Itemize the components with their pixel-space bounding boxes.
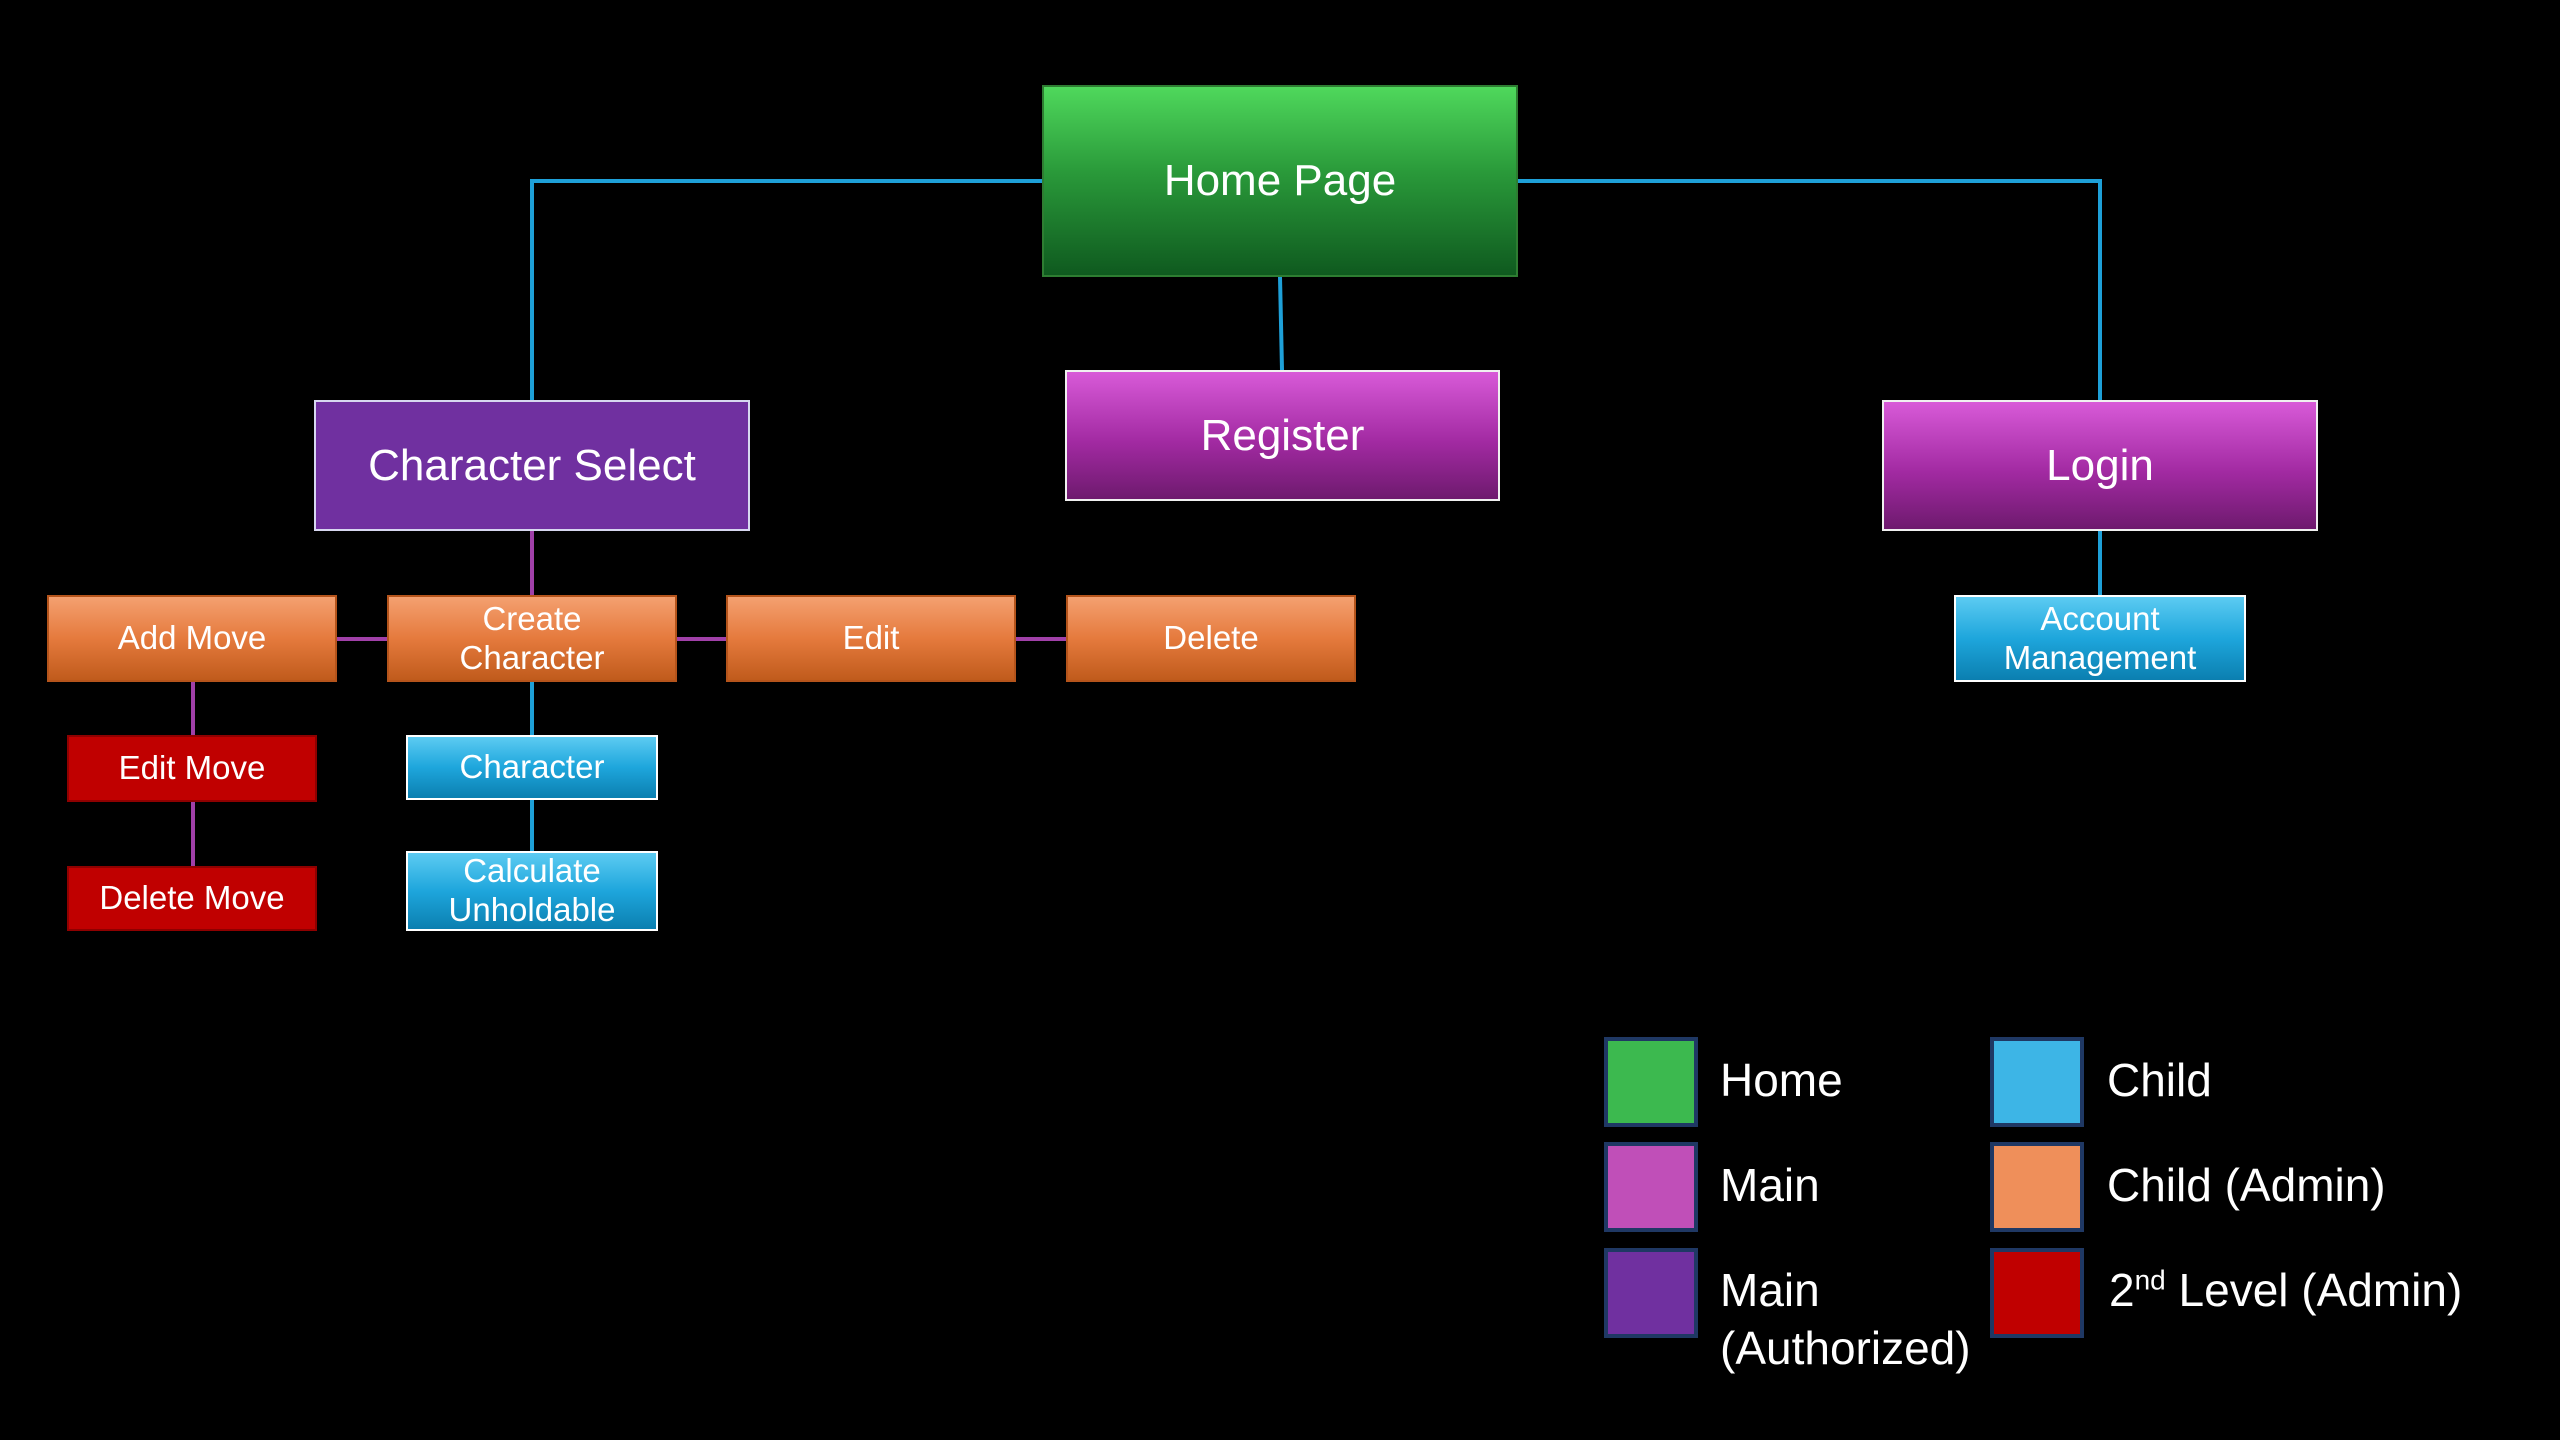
legend-label-second-level-rest: Level (Admin) bbox=[2165, 1264, 2463, 1316]
delete-move-label: Delete Move bbox=[99, 879, 285, 917]
character-node[interactable]: Character bbox=[406, 735, 658, 800]
register-label: Register bbox=[1200, 410, 1365, 460]
create-character-node[interactable]: Create Character bbox=[387, 595, 677, 682]
legend-swatch-main bbox=[1604, 1142, 1698, 1232]
login-node[interactable]: Login bbox=[1882, 400, 2318, 531]
legend-label-main: Main bbox=[1720, 1159, 1820, 1211]
legend-label-second-level-admin: 2nd Level (Admin) bbox=[2109, 1262, 2462, 1320]
legend-swatch-child-admin bbox=[1990, 1142, 2084, 1232]
calculate-unholdable-label-line1: Calculate bbox=[463, 852, 601, 890]
legend-swatch-main-authorized bbox=[1604, 1248, 1698, 1338]
calculate-unholdable-label-line2: Unholdable bbox=[448, 891, 616, 928]
create-character-label-line1: Create bbox=[482, 599, 582, 637]
account-management-label-line1: Account bbox=[2040, 599, 2160, 637]
legend-label-home: Home bbox=[1720, 1054, 1843, 1106]
legend-label-main-authorized-line2: (Authorized) bbox=[1720, 1321, 1971, 1374]
login-label: Login bbox=[2046, 440, 2154, 490]
character-select-label: Character Select bbox=[368, 440, 696, 490]
home-page-label: Home Page bbox=[1163, 156, 1397, 206]
edit-move-label: Edit Move bbox=[118, 749, 266, 787]
legend-swatch-child bbox=[1990, 1037, 2084, 1127]
character-select-node[interactable]: Character Select bbox=[314, 400, 750, 531]
add-move-label: Add Move bbox=[117, 619, 267, 657]
legend-label-second-level-sup: nd bbox=[2134, 1264, 2166, 1296]
legend-swatch-home bbox=[1604, 1037, 1698, 1127]
legend-label-child-admin: Child (Admin) bbox=[2107, 1159, 2386, 1211]
add-move-node[interactable]: Add Move bbox=[47, 595, 337, 682]
edit-label: Edit bbox=[842, 619, 900, 657]
connector-home-login bbox=[1518, 179, 2102, 400]
create-character-label-line2: Character bbox=[459, 638, 605, 676]
edit-move-node[interactable]: Edit Move bbox=[67, 735, 317, 802]
legend-label-second-level-num: 2 bbox=[2109, 1264, 2135, 1316]
connector-home-character-select bbox=[530, 179, 1042, 400]
delete-move-node[interactable]: Delete Move bbox=[67, 866, 317, 931]
legend-swatch-second-level-admin bbox=[1990, 1248, 2084, 1338]
account-management-node[interactable]: Account Management bbox=[1954, 595, 2246, 682]
account-management-label-line2: Management bbox=[2003, 638, 2197, 676]
character-label: Character bbox=[459, 748, 605, 786]
delete-node[interactable]: Delete bbox=[1066, 595, 1356, 682]
edit-node[interactable]: Edit bbox=[726, 595, 1016, 682]
legend-label-main-authorized-line1: Main bbox=[1720, 1264, 1820, 1316]
home-page-node[interactable]: Home Page bbox=[1042, 85, 1518, 277]
register-node[interactable]: Register bbox=[1065, 370, 1500, 501]
connector-home-register bbox=[1278, 276, 1284, 371]
legend-label-main-authorized: Main (Authorized) bbox=[1720, 1262, 1971, 1377]
calculate-unholdable-node[interactable]: Calculate Unholdable bbox=[406, 851, 658, 931]
legend-label-child: Child bbox=[2107, 1054, 2212, 1106]
delete-label: Delete bbox=[1163, 619, 1259, 657]
